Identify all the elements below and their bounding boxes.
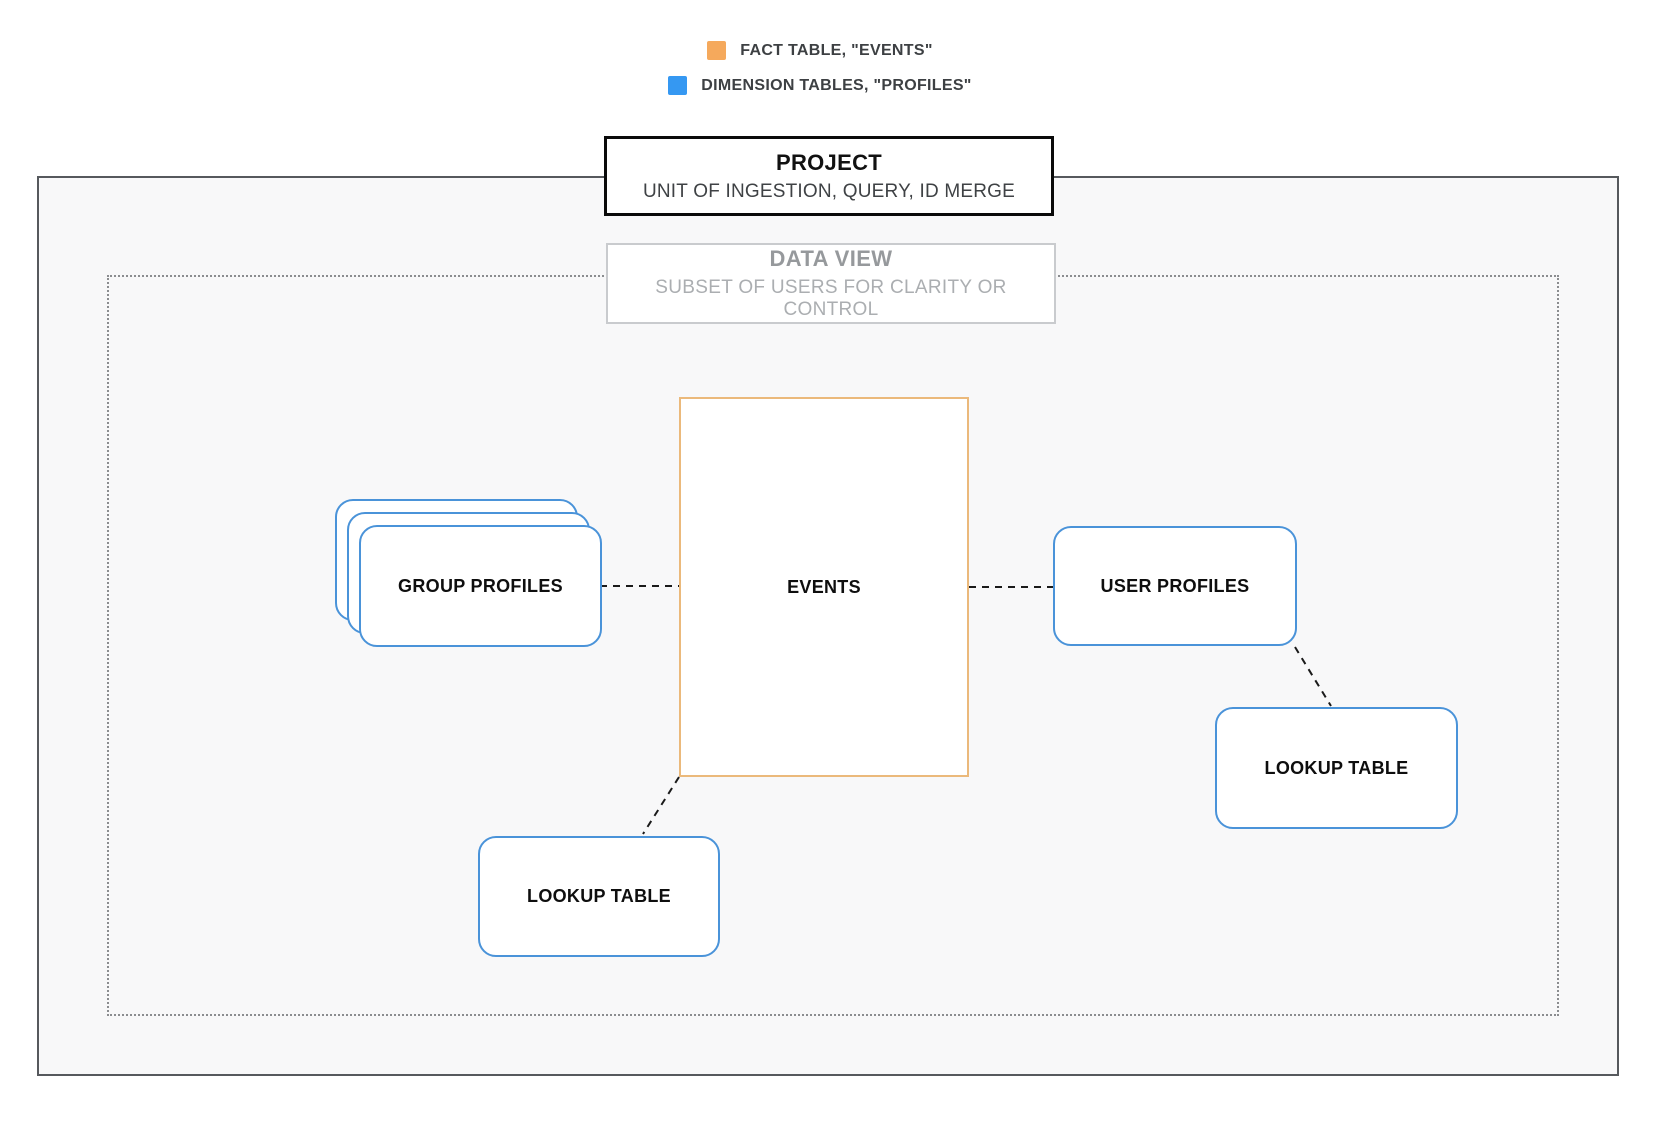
legend-item-fact-table: FACT TABLE, "EVENTS" (707, 41, 932, 60)
legend-item-dimension-tables: DIMENSION TABLES, "PROFILES" (668, 76, 971, 95)
connector-user-profiles-lookup-table (1294, 646, 1332, 707)
dimension-tables-color-swatch (668, 76, 688, 95)
project-subtitle: UNIT OF INGESTION, QUERY, ID MERGE (642, 180, 1016, 202)
user-profiles-label: USER PROFILES (1100, 575, 1250, 596)
lookup-table-right-label: LOOKUP TABLE (1264, 757, 1409, 778)
group-profiles-label: GROUP PROFILES (398, 575, 563, 596)
data-view-subtitle: SUBSET OF USERS FOR CLARITY OR CONTROL (655, 277, 1007, 320)
connector-events-lookup-table (642, 776, 680, 835)
events-node: EVENTS (679, 397, 969, 777)
events-label: EVENTS (787, 576, 861, 597)
project-header-box: PROJECT UNIT OF INGESTION, QUERY, ID MER… (604, 136, 1054, 216)
lookup-table-bottom-node: LOOKUP TABLE (478, 836, 720, 957)
legend: FACT TABLE, "EVENTS" DIMENSION TABLES, "… (0, 41, 1652, 95)
project-title: PROJECT (775, 149, 882, 175)
data-view-title: DATA VIEW (769, 246, 893, 271)
fact-table-color-swatch (707, 41, 727, 60)
group-profiles-node: GROUP PROFILES (359, 525, 602, 647)
user-profiles-node: USER PROFILES (1053, 526, 1297, 646)
fact-table-legend-label: FACT TABLE, "EVENTS" (740, 41, 933, 59)
data-view-header-box: DATA VIEW SUBSET OF USERS FOR CLARITY OR… (606, 243, 1056, 324)
dimension-tables-legend-label: DIMENSION TABLES, "PROFILES" (701, 76, 972, 94)
lookup-table-bottom-label: LOOKUP TABLE (527, 886, 671, 906)
lookup-table-right-node: LOOKUP TABLE (1215, 707, 1458, 829)
